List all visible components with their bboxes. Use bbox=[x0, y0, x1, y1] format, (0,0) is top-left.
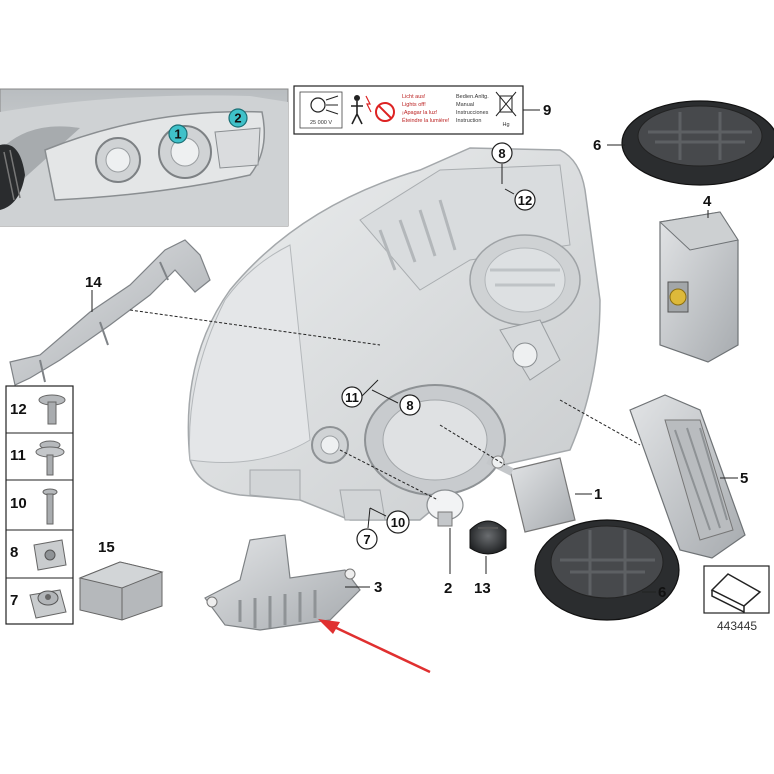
leader-line-14 bbox=[129, 309, 381, 346]
fastener-grid: 12 11 10 8 bbox=[5, 385, 74, 625]
callout-14: 14 bbox=[85, 274, 102, 291]
callout-8-top: 8 bbox=[491, 142, 513, 184]
svg-text:Instrucciones: Instrucciones bbox=[456, 110, 489, 116]
inset-marker-2: 2 bbox=[228, 108, 248, 128]
svg-text:2: 2 bbox=[234, 111, 241, 126]
svg-text:8: 8 bbox=[10, 544, 18, 561]
kidney-grille-icon bbox=[0, 144, 25, 210]
reference-number: 443445 bbox=[717, 619, 757, 633]
ballast-module bbox=[658, 211, 739, 363]
crossed-bin-icon: Hg bbox=[495, 91, 517, 128]
car-front-inset: 1 2 bbox=[0, 88, 289, 227]
screw-11-icon bbox=[35, 440, 65, 476]
svg-text:¡Apagar la luz!: ¡Apagar la luz! bbox=[402, 110, 438, 116]
callout-13: 13 bbox=[474, 580, 491, 597]
svg-text:12: 12 bbox=[518, 193, 532, 208]
callout-5: 5 bbox=[740, 470, 748, 487]
arrow-indicator-icon bbox=[710, 573, 762, 614]
rear-cover-cap-top bbox=[621, 100, 774, 186]
xenon-bulb-unit bbox=[486, 455, 576, 533]
bulb bbox=[426, 489, 464, 527]
electric-shock-icon bbox=[351, 95, 372, 125]
callout-1: 1 bbox=[594, 486, 602, 503]
no-touch-icon bbox=[375, 102, 395, 122]
svg-text:Manual: Manual bbox=[456, 102, 474, 108]
red-arrow-indicator bbox=[318, 619, 431, 674]
svg-text:25 000 V: 25 000 V bbox=[310, 120, 332, 126]
sidebar-item-11: 11 bbox=[10, 440, 65, 476]
cage-nut-7-icon bbox=[29, 589, 67, 619]
sidebar-item-10: 10 bbox=[10, 488, 58, 525]
parts-box bbox=[78, 561, 164, 621]
callout-15: 15 bbox=[98, 539, 115, 556]
svg-text:8: 8 bbox=[498, 146, 505, 161]
control-module-base bbox=[204, 534, 361, 631]
callout-6-bottom: 6 bbox=[658, 584, 666, 601]
vent-gasket bbox=[629, 394, 746, 559]
svg-text:10: 10 bbox=[391, 515, 405, 530]
svg-text:7: 7 bbox=[363, 532, 370, 547]
svg-text:Licht aus!: Licht aus! bbox=[402, 94, 426, 100]
svg-text:Éteindre la lumière!: Éteindre la lumière! bbox=[402, 117, 450, 124]
bulb-cap bbox=[469, 520, 507, 555]
inset-marker-1: 1 bbox=[168, 124, 188, 144]
svg-text:Instruction: Instruction bbox=[456, 118, 481, 124]
svg-text:12: 12 bbox=[10, 401, 27, 418]
svg-text:11: 11 bbox=[10, 447, 26, 464]
callout-3: 3 bbox=[374, 579, 382, 596]
callout-11-housing: 11 bbox=[341, 379, 379, 408]
screw-10-icon bbox=[42, 488, 58, 525]
svg-text:Lights off!: Lights off! bbox=[402, 102, 426, 108]
rear-cover-cap-bottom bbox=[534, 519, 680, 621]
callout-4: 4 bbox=[703, 193, 712, 210]
callout-2: 2 bbox=[444, 580, 452, 597]
svg-text:8: 8 bbox=[406, 398, 413, 413]
callout-6-top: 6 bbox=[593, 137, 601, 154]
svg-text:1: 1 bbox=[174, 127, 181, 142]
callout-9: 9 bbox=[543, 102, 551, 119]
callout-10-housing: 10 bbox=[369, 507, 410, 534]
clip-nut-8-icon bbox=[33, 539, 67, 571]
svg-text:11: 11 bbox=[345, 390, 359, 405]
screw-12-icon bbox=[38, 394, 66, 425]
callout-7-housing: 7 bbox=[356, 507, 378, 550]
warning-sticker: 25 000 V Licht aus! Lights off! ¡Apagar … bbox=[293, 85, 524, 135]
sidebar-item-12: 12 bbox=[10, 394, 66, 425]
svg-text:Bedien.Anltg.: Bedien.Anltg. bbox=[456, 94, 489, 100]
mounting-bracket bbox=[9, 239, 211, 386]
callout-8-housing: 8 bbox=[371, 389, 421, 416]
reference-symbol bbox=[703, 565, 770, 614]
svg-text:Hg: Hg bbox=[502, 122, 509, 128]
callout-12-top: 12 bbox=[504, 188, 536, 211]
sidebar-item-8: 8 bbox=[10, 539, 67, 571]
svg-text:7: 7 bbox=[10, 592, 18, 609]
svg-text:10: 10 bbox=[10, 495, 27, 512]
headlight-warning-icon: 25 000 V bbox=[299, 91, 343, 129]
sidebar-item-7: 7 bbox=[10, 589, 67, 619]
